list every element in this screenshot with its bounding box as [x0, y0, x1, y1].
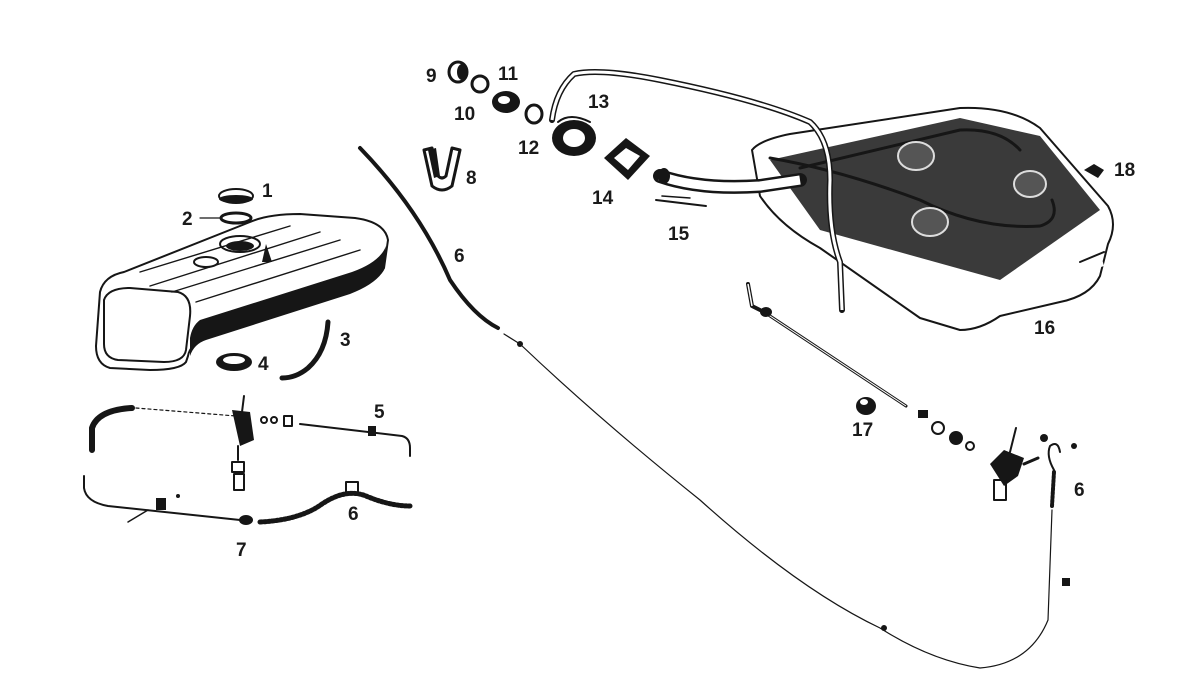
fuel-line-7: [83, 475, 253, 525]
small-fuel-tank: [95, 213, 389, 371]
sender-rod: [746, 282, 908, 408]
clip-18: [1084, 164, 1104, 178]
filler-neck-13: [552, 116, 596, 156]
cap-9: [447, 60, 469, 84]
callout-10: 10: [454, 104, 475, 125]
callout-3: 3: [340, 330, 351, 351]
callout-7: 7: [236, 540, 247, 561]
callout-12: 12: [518, 138, 539, 159]
callout-17: 17: [852, 420, 873, 441]
callout-14: 14: [592, 188, 614, 209]
cap-seal: [199, 211, 253, 225]
callout-11: 11: [498, 64, 519, 85]
clip-8: [422, 146, 462, 192]
hose-3: [279, 319, 331, 381]
callout-8: 8: [466, 168, 477, 189]
grommet-17: [856, 397, 876, 415]
callout-1: 1: [262, 181, 273, 202]
strip-15: [655, 195, 707, 207]
callout-4: 4: [258, 354, 269, 375]
cap-11: [492, 91, 520, 113]
callout-9: 9: [426, 66, 437, 87]
callout-18: 18: [1114, 160, 1135, 181]
callout-6-lower-left: 6: [348, 504, 359, 525]
gasket-14: [604, 138, 650, 180]
callout-15: 15: [668, 224, 690, 245]
filler-cap: [218, 188, 254, 204]
callout-5: 5: [374, 402, 385, 423]
long-cable-6: [358, 146, 1070, 669]
hose-6-lower-left: [257, 481, 413, 525]
callout-6-right: 6: [1074, 480, 1085, 501]
vent-pipe: [549, 69, 845, 313]
clamp-12: [524, 103, 544, 125]
ring-10: [470, 74, 490, 94]
fuel-tap-assembly: [89, 395, 411, 491]
filler-pipe: [653, 168, 807, 194]
grommet-4: [216, 353, 252, 371]
large-fuel-tank: [751, 106, 1114, 331]
callout-2: 2: [182, 209, 193, 230]
callout-13: 13: [588, 92, 609, 113]
callout-16: 16: [1034, 318, 1055, 339]
callout-6-center: 6: [454, 246, 465, 267]
tap-assembly-right: [918, 410, 1077, 501]
